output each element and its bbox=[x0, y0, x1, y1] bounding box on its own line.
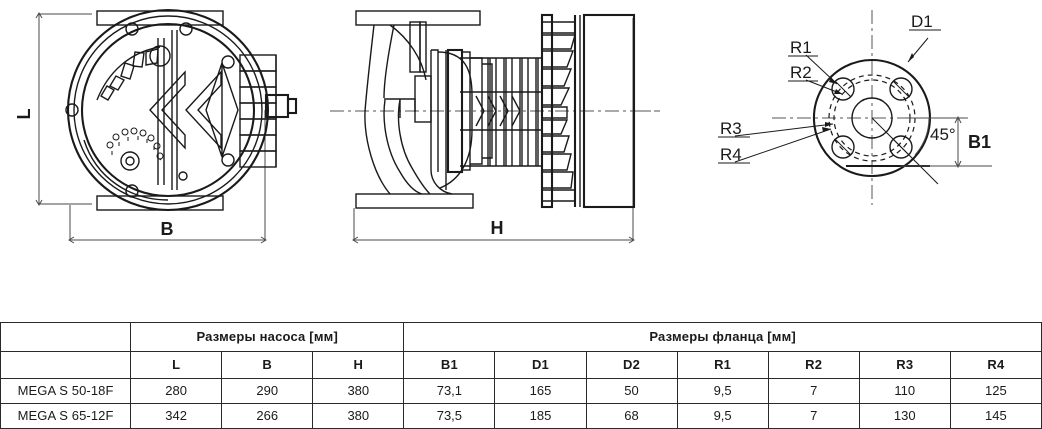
col-header-H: H bbox=[312, 351, 405, 379]
front-view-svg: L B bbox=[14, 8, 298, 244]
cell-R4: 125 bbox=[949, 378, 1042, 404]
table-row: MEGA S 50-18F 280 290 380 73,1 165 50 9,… bbox=[0, 378, 1042, 404]
col-header-L: L bbox=[130, 351, 223, 379]
cell-D1: 185 bbox=[494, 403, 587, 429]
callout-R3: R3 bbox=[718, 119, 834, 138]
dimension-B: B bbox=[68, 110, 267, 244]
chevron-relief bbox=[149, 30, 239, 190]
cell-B: 290 bbox=[221, 378, 314, 404]
drawings-area: L B bbox=[0, 0, 1042, 270]
cell-B: 266 bbox=[221, 403, 314, 429]
cell-R1: 9,5 bbox=[676, 403, 769, 429]
cell-L: 280 bbox=[130, 378, 223, 404]
dimension-L: L bbox=[14, 12, 92, 206]
motor-housing bbox=[582, 13, 636, 209]
flange-view-drawing: 45° B1 D1 bbox=[700, 0, 1042, 240]
col-header-D1: D1 bbox=[494, 351, 587, 379]
cell-D1: 165 bbox=[494, 378, 587, 404]
cell-D2: 68 bbox=[585, 403, 678, 429]
col-header-B1: B1 bbox=[403, 351, 496, 379]
col-header-R3: R3 bbox=[858, 351, 951, 379]
dimensions-table: Размеры насоса [мм] Размеры фланца [мм] … bbox=[0, 322, 1042, 429]
flange-view-svg: 45° B1 D1 bbox=[718, 10, 992, 205]
dimension-label-L: L bbox=[14, 109, 34, 120]
cell-B1: 73,1 bbox=[403, 378, 496, 404]
col-header-D2: D2 bbox=[585, 351, 678, 379]
angle-indicator-45: 45° bbox=[871, 117, 956, 185]
led-bar-graph bbox=[96, 46, 161, 101]
side-view-svg: H bbox=[330, 10, 660, 244]
col-header-R1: R1 bbox=[676, 351, 769, 379]
body-arc-lower bbox=[83, 139, 169, 201]
callout-R4: R4 bbox=[718, 127, 832, 164]
cell-B1: 73,5 bbox=[403, 403, 496, 429]
table-group-header-row: Размеры насоса [мм] Размеры фланца [мм] bbox=[0, 322, 1042, 352]
top-flange bbox=[355, 10, 481, 26]
indicator-window bbox=[149, 45, 171, 67]
group-header-flange: Размеры фланца [мм] bbox=[403, 322, 1042, 352]
side-view-drawing: H bbox=[330, 0, 680, 270]
cell-model: MEGA S 50-18F bbox=[0, 378, 132, 404]
col-header-model bbox=[0, 351, 132, 379]
cover-bolts bbox=[65, 22, 235, 198]
cell-H: 380 bbox=[312, 403, 405, 429]
bolt-holes bbox=[831, 77, 913, 159]
dimensions-table-wrapper: Размеры насоса [мм] Размеры фланца [мм] … bbox=[0, 322, 1042, 429]
group-header-pump: Размеры насоса [мм] bbox=[130, 322, 405, 352]
cell-R1: 9,5 bbox=[676, 378, 769, 404]
cell-R3: 130 bbox=[858, 403, 951, 429]
table-column-header-row: L B H B1 D1 D2 R1 R2 R3 R4 bbox=[0, 351, 1042, 379]
callout-R2: R2 bbox=[788, 63, 843, 95]
col-header-R2: R2 bbox=[767, 351, 860, 379]
callout-R1: R1 bbox=[788, 38, 838, 85]
col-header-R4: R4 bbox=[949, 351, 1042, 379]
cell-R2: 7 bbox=[767, 403, 860, 429]
callout-label-R2: R2 bbox=[790, 63, 812, 82]
dimension-label-B1: B1 bbox=[968, 132, 991, 152]
cell-R4: 145 bbox=[949, 403, 1042, 429]
cell-H: 380 bbox=[312, 378, 405, 404]
dimension-label-B: B bbox=[161, 219, 174, 239]
cell-R2: 7 bbox=[767, 378, 860, 404]
dimension-B1: B1 bbox=[900, 115, 992, 169]
callout-label-D1: D1 bbox=[911, 12, 933, 31]
dimension-label-H: H bbox=[491, 218, 504, 238]
pump-cover-circle bbox=[80, 22, 256, 198]
pump-body-ring bbox=[73, 15, 263, 205]
col-header-B: B bbox=[221, 351, 314, 379]
base-plate bbox=[355, 193, 474, 209]
motor-adapter bbox=[446, 48, 493, 174]
front-view-drawing: L B bbox=[0, 0, 310, 270]
callout-label-R1: R1 bbox=[790, 38, 812, 57]
motor-cooling-fins bbox=[460, 57, 542, 167]
pump-body-outer-circle bbox=[66, 8, 270, 212]
cell-L: 342 bbox=[130, 403, 223, 429]
callout-label-R4: R4 bbox=[720, 145, 742, 164]
table-row: MEGA S 65-12F 342 266 380 73,5 185 68 9,… bbox=[0, 403, 1042, 429]
cell-model: MEGA S 65-12F bbox=[0, 403, 132, 429]
group-header-blank bbox=[0, 322, 132, 352]
callout-label-R3: R3 bbox=[720, 119, 742, 138]
cell-D2: 50 bbox=[585, 378, 678, 404]
center-bore bbox=[851, 97, 893, 139]
callout-D1: D1 bbox=[907, 12, 941, 63]
cell-R3: 110 bbox=[858, 378, 951, 404]
angle-label-45: 45° bbox=[930, 125, 956, 144]
pump-volute-body bbox=[364, 21, 473, 195]
led-indicator-arc bbox=[106, 127, 164, 171]
